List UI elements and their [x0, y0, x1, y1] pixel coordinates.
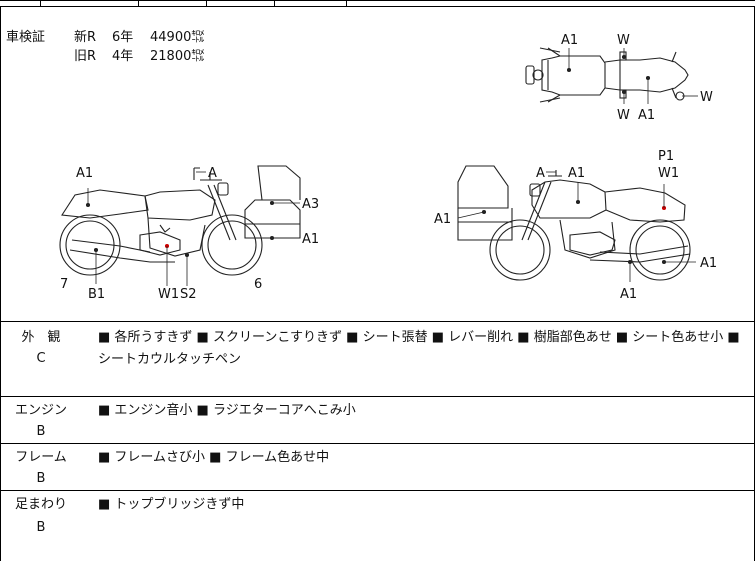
inspection-label: 車検証 [6, 30, 46, 45]
right-label-a: A [536, 166, 545, 181]
top-view-motorcycle [525, 47, 698, 104]
condition-grade-exterior: C [36, 351, 46, 366]
header-tick-5 [346, 0, 347, 6]
condition-text-suspension: ■ トップブリッジきず中 [98, 497, 245, 512]
inspection-type-new: 新R [74, 30, 97, 45]
header-tick-1 [40, 0, 41, 6]
condition-label-exterior: 外 観 [21, 330, 61, 345]
header-tick-4 [274, 0, 275, 6]
row-divider-2 [0, 443, 755, 444]
top-label-a1-right: A1 [638, 108, 655, 123]
condition-grade-suspension: B [36, 520, 46, 535]
left-label-a1-tank: A1 [76, 166, 93, 181]
row-divider-3 [0, 490, 755, 491]
inspection-years-new: 6年 [112, 30, 134, 45]
right-label-w1: W1 [658, 166, 679, 181]
condition-text-engine: ■ エンジン音小 ■ ラジエターコアへこみ小 [98, 403, 356, 418]
left-label-s2: S2 [180, 287, 197, 302]
right-label-a1-wheel: A1 [700, 256, 717, 271]
top-label-w-top: W [617, 33, 630, 48]
inspection-price-old: 21800㌖ [150, 49, 205, 64]
right-label-p1: P1 [658, 149, 674, 164]
left-label-b1: B1 [88, 287, 105, 302]
right-label-a1-muffler: A1 [620, 287, 637, 302]
left-label-6: 6 [254, 277, 262, 292]
right-label-a1-tank: A1 [568, 166, 585, 181]
motorcycle-damage-diagram: A1 W A1 W W A1 A A3 A1 7 B1 W1 S2 6 A A1… [59, 33, 717, 302]
top-label-w-right: W [700, 90, 713, 105]
left-label-a: A [208, 166, 217, 181]
left-label-w1: W1 [158, 287, 179, 302]
top-label-w-bottom: W [617, 108, 630, 123]
row-divider-1 [0, 396, 755, 397]
condition-grade-frame: B [36, 471, 46, 486]
condition-label-suspension: 足まわり [14, 497, 67, 512]
diagram-bottom-line [0, 321, 755, 322]
header-tick-3 [206, 0, 207, 6]
right-label-a1-case: A1 [434, 212, 451, 227]
condition-grade-engine: B [36, 424, 46, 439]
left-label-a3: A3 [302, 197, 319, 212]
top-label-a1-left: A1 [561, 33, 578, 48]
inspection-price-new: 44900㌖ [150, 30, 205, 45]
condition-text-exterior: ■ 各所うすきず ■ スクリーンこすりきず ■ シート張替 ■ レバー削れ ■ … [98, 330, 740, 367]
condition-label-engine: エンジン [14, 403, 67, 418]
left-label-7: 7 [60, 277, 68, 292]
right-side-motorcycle [457, 165, 696, 282]
left-side-motorcycle [59, 165, 301, 286]
condition-label-frame: フレーム [15, 450, 67, 465]
left-label-a1-case: A1 [302, 232, 319, 247]
left-border [0, 6, 1, 561]
condition-text-frame: ■ フレームさび小 ■ フレーム色あせ中 [98, 450, 330, 465]
header-tick-2 [138, 0, 139, 6]
header-bottom-line [0, 6, 755, 7]
inspection-years-old: 4年 [112, 49, 134, 64]
inspection-type-old: 旧R [74, 49, 97, 64]
top-border [0, 0, 755, 1]
